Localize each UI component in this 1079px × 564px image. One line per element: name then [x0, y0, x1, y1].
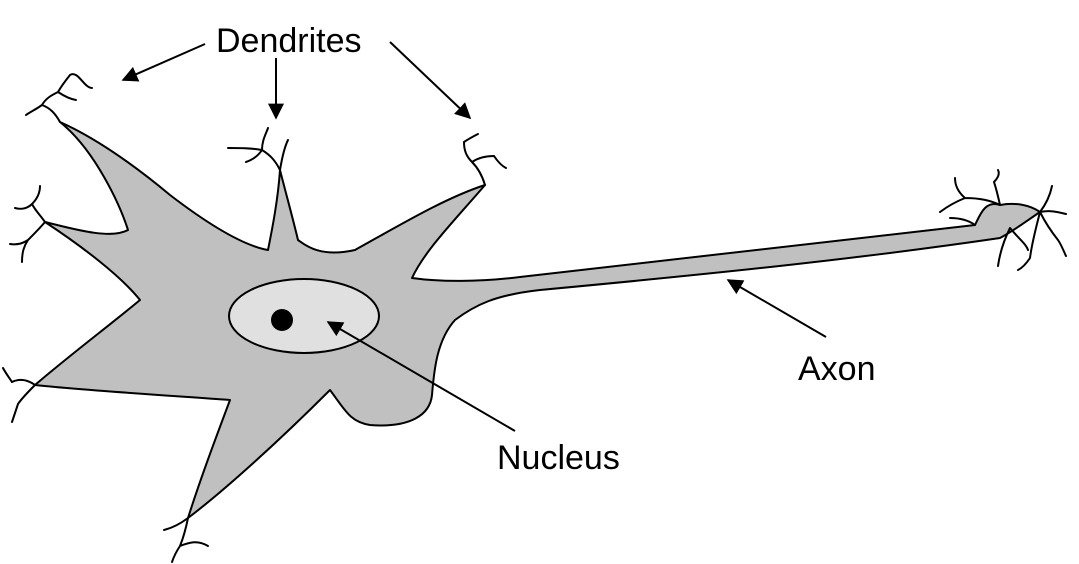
nucleus-arrow — [326, 321, 516, 432]
axon-arrow — [726, 279, 827, 338]
dendrites-arrow-left — [121, 43, 206, 82]
axon-label: Axon — [798, 350, 876, 388]
pointer-arrows — [121, 41, 827, 432]
dendrites-label: Dendrites — [216, 22, 362, 60]
nucleolus — [271, 309, 293, 331]
nucleus-label: Nucleus — [497, 439, 620, 477]
dendrite-branches — [2, 73, 1067, 563]
dendrites-arrow-right — [389, 41, 472, 120]
nucleus — [228, 278, 380, 354]
